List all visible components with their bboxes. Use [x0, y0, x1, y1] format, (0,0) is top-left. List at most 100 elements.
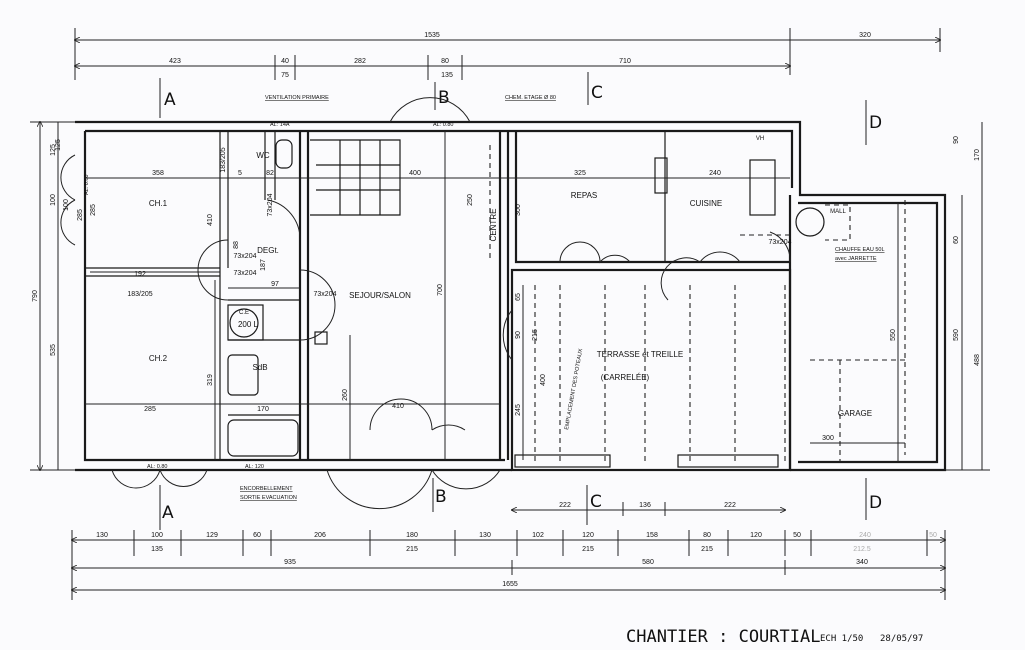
dim-label: 102	[532, 532, 544, 539]
dim-label: 222	[724, 502, 736, 509]
drawing-date: 28/05/97	[880, 634, 923, 644]
note-encorbellement-2: SORTIE EVACUATION	[240, 495, 297, 501]
dim-overall-length: 1655	[502, 581, 518, 588]
dim-label: 240	[709, 170, 721, 177]
dim-label: 183/205	[127, 291, 152, 298]
dim-label: 285	[144, 406, 156, 413]
dim-label: 240	[859, 532, 871, 539]
dim-label: 75	[281, 72, 289, 79]
allège-wc: AL: 14A	[270, 122, 290, 128]
label-centre: CENTRE	[489, 209, 498, 242]
title-block: CHANTIER : COURTIAL ECH 1/50 28/05/97	[626, 627, 923, 647]
dim-label: 215	[701, 546, 713, 553]
dim-label: 100	[63, 199, 70, 211]
walls	[75, 120, 947, 472]
project-title: CHANTIER : COURTIAL	[626, 627, 820, 647]
room-ch2: CH.2	[149, 354, 168, 363]
dim-label: 410	[207, 214, 214, 226]
side-dimensions: 790 535 125 100 285 590 488 170 90 60	[30, 122, 990, 470]
dim-label: 488	[974, 354, 981, 366]
section-d-bottom: D	[869, 493, 882, 513]
section-c-top: C	[591, 83, 603, 103]
dim-label: 40	[281, 58, 289, 65]
dim-label: 260	[342, 389, 349, 401]
dim-label: 120	[750, 532, 762, 539]
dim-label: 285	[90, 204, 97, 216]
dim-label: 136	[639, 502, 651, 509]
dim-label: 325	[574, 170, 586, 177]
dim-label: 73x204	[769, 239, 792, 246]
section-c-bottom: C	[590, 492, 602, 512]
label-vh: VH	[756, 136, 764, 142]
bottom-dimensions: 222 136 222 130 100 135 129 60 206 180 2…	[72, 502, 945, 600]
dim-label: 65	[515, 293, 522, 301]
dim-left-total: 790	[32, 290, 39, 302]
drawing-scale: ECH 1/50	[820, 634, 863, 644]
dim-label: 73x204	[234, 253, 257, 260]
room-garage: GARAGE	[838, 409, 872, 418]
dim-label: 100	[151, 532, 163, 539]
room-terrasse: TERRASSE et TREILLE	[597, 350, 684, 359]
top-dimensions: 1535 320 423 40 75 282 80 135 710	[75, 28, 940, 80]
dim-label: 50	[929, 532, 937, 539]
dim-label: 400	[540, 374, 547, 386]
dim-label: 88	[233, 241, 240, 249]
dim-label: 192	[134, 271, 146, 278]
dim-label: 222	[559, 502, 571, 509]
interior-dimensions: 358 192 400 325 240 285 170 410 300 82 9…	[55, 131, 905, 462]
room-labels: CH.1 CH.2 DEGt. SdB WC 200 L C.E SEJOUR/…	[149, 136, 872, 418]
dim-label: 73x204	[314, 291, 337, 298]
section-a-bottom: A	[162, 503, 174, 523]
note-terrasse: EMPLACEMENT DES POTEAUX	[564, 348, 584, 431]
dim-label: 935	[284, 559, 296, 566]
fixtures	[227, 139, 906, 468]
room-repas: REPAS	[571, 191, 598, 200]
dim-label: 319	[207, 374, 214, 386]
allège-ch1: AL: 0.80	[84, 175, 90, 196]
dim-label: 358	[152, 170, 164, 177]
dim-label: 700	[437, 284, 444, 296]
annotations: VENTILATION PRIMAIRE CHEM. ETAGE Ø 80 CH…	[84, 95, 885, 501]
dim-total-house: 1535	[424, 32, 440, 39]
dim-label: 285	[77, 209, 84, 221]
dim-label: 550	[890, 329, 897, 341]
section-d-top: D	[869, 113, 882, 133]
room-sdb: SdB	[252, 363, 267, 372]
dim-label: 187	[260, 259, 267, 271]
note-ventilation: VENTILATION PRIMAIRE	[265, 95, 329, 101]
dim-label: 215	[582, 546, 594, 553]
dim-label: 710	[619, 58, 631, 65]
label-mall: MALL	[830, 209, 846, 215]
dim-label: 400	[409, 170, 421, 177]
dim-label: 158	[646, 532, 658, 539]
cumulus-label: C.E	[239, 310, 249, 316]
dim-label: 80	[703, 532, 711, 539]
dim-label: 340	[856, 559, 868, 566]
dim-label: 97	[271, 281, 279, 288]
room-wc: WC	[256, 151, 270, 160]
note-conduit: CHEM. ETAGE Ø 80	[505, 95, 556, 101]
dim-label: 120	[582, 532, 594, 539]
section-b-bottom: B	[435, 487, 447, 507]
dim-label: 180	[406, 532, 418, 539]
dim-label: 129	[206, 532, 218, 539]
dim-label: 125	[50, 144, 57, 156]
room-cuisine: CUISINE	[690, 199, 722, 208]
dim-label: 73x204	[234, 270, 257, 277]
dim-label: 300	[515, 204, 522, 216]
dim-label: 60	[253, 532, 261, 539]
section-markers: A B C D A B C D	[159, 72, 882, 530]
dim-label: 535	[50, 344, 57, 356]
dim-label: 50	[793, 532, 801, 539]
dim-label: 282	[354, 58, 366, 65]
dim-label: 73x204	[267, 193, 274, 216]
dim-label: 423	[169, 58, 181, 65]
note-chauffe-eau-2: avec JARRETTE	[835, 256, 877, 262]
cumulus-capacity: 200 L	[238, 320, 259, 329]
dim-label: 215	[406, 546, 418, 553]
dim-label: 245	[515, 404, 522, 416]
dim-label: 215	[532, 329, 539, 341]
dim-label: 170	[257, 406, 269, 413]
dim-label: 300	[822, 435, 834, 442]
